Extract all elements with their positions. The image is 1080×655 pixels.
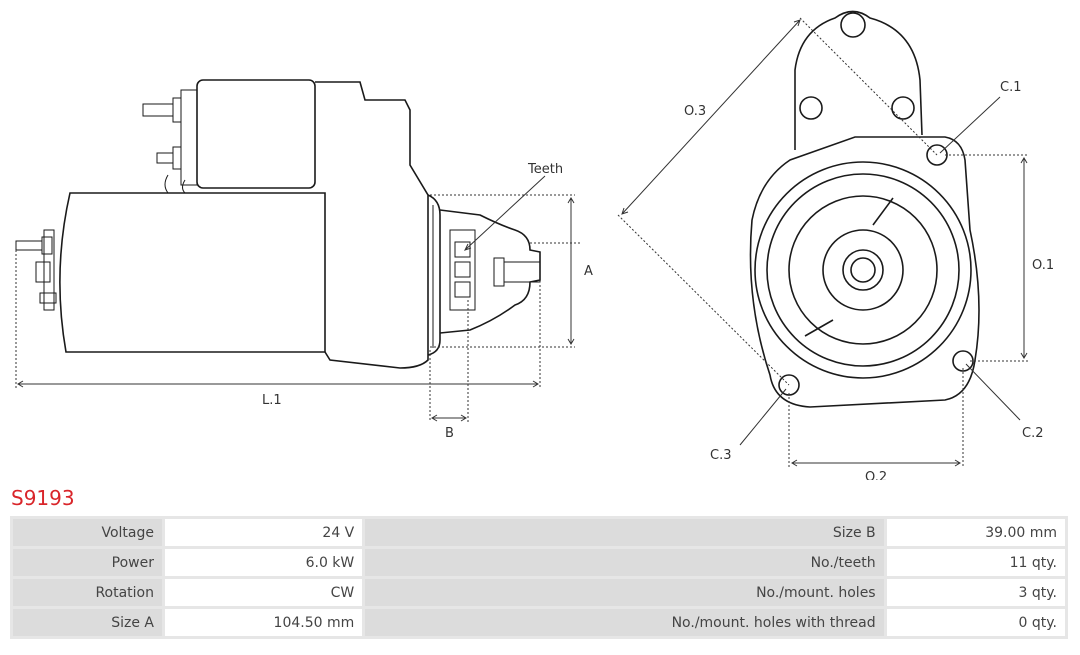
spec-value: CW [165, 579, 363, 606]
side-view: Teeth A L.1 B [15, 79, 593, 441]
spec-value: 24 V [165, 519, 363, 546]
spec-value: 39.00 mm [886, 519, 1065, 546]
label-o2: O.2 [865, 470, 887, 480]
label-c3: C.3 [710, 448, 731, 463]
technical-drawing: Teeth A L.1 B O.3 C.1 O.1 C.2 C.3 O.2 [15, 10, 1054, 480]
spec-value: 11 qty. [886, 549, 1065, 576]
product-code: S9193 [11, 486, 75, 510]
label-a: A [584, 264, 593, 279]
spec-value: 104.50 mm [165, 609, 363, 636]
label-o1: O.1 [1032, 258, 1054, 273]
spec-label: No./mount. holes [365, 579, 884, 606]
spec-label: Size B [365, 519, 884, 546]
spec-value: 0 qty. [886, 609, 1065, 636]
spec-label: Rotation [13, 579, 162, 606]
spec-label: No./mount. holes with thread [365, 609, 884, 636]
label-o3: O.3 [684, 104, 706, 119]
label-c1: C.1 [1000, 80, 1021, 95]
spec-label: Power [13, 549, 162, 576]
label-l1: L.1 [262, 393, 282, 408]
front-view: O.3 C.1 O.1 C.2 C.3 O.2 [617, 10, 1054, 480]
spec-label: Size A [13, 609, 162, 636]
label-c2: C.2 [1022, 426, 1043, 441]
label-b: B [445, 426, 454, 441]
spec-value: 3 qty. [886, 579, 1065, 606]
spec-label: No./teeth [365, 549, 884, 576]
spec-value: 6.0 kW [165, 549, 363, 576]
spec-label: Voltage [13, 519, 162, 546]
label-teeth: Teeth [527, 162, 563, 177]
